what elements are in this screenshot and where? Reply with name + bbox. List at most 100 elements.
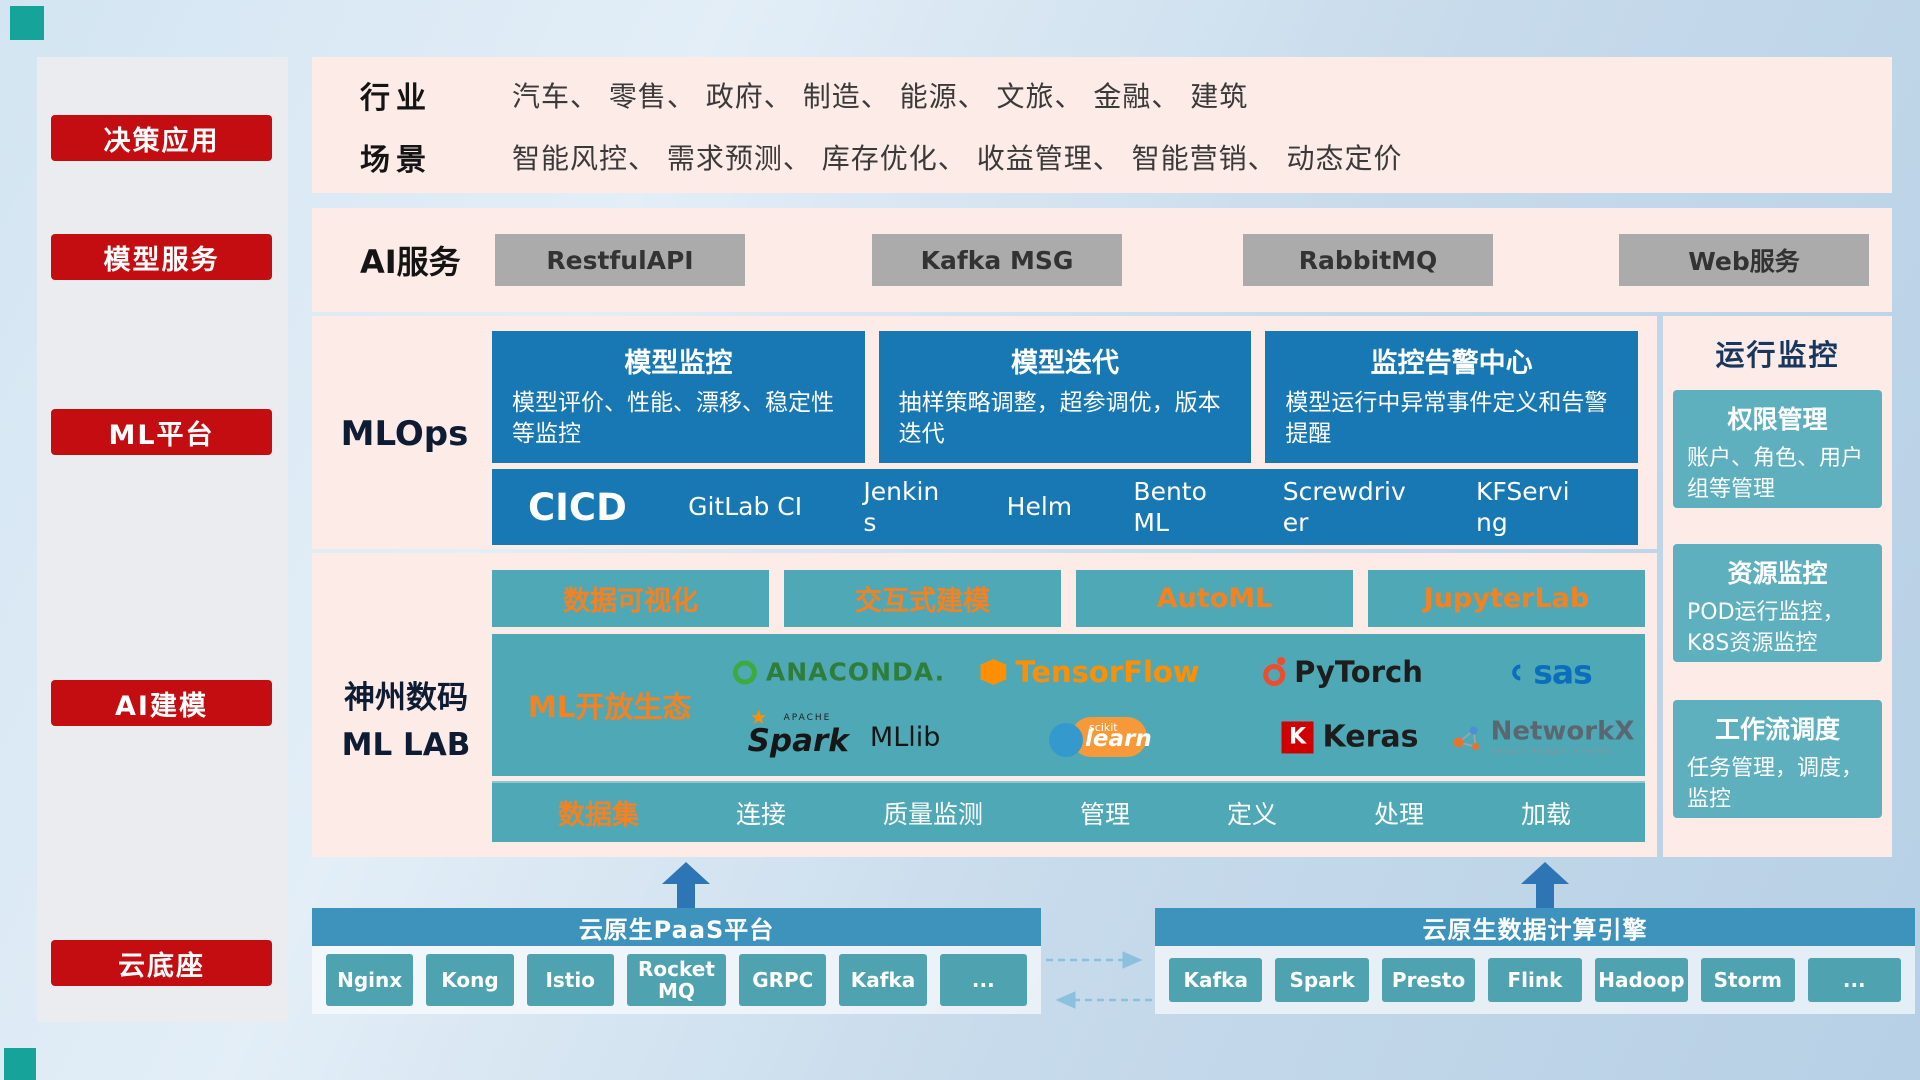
paas-platform-header: 云原生PaaS平台 — [312, 908, 1041, 946]
spark-mllib-logo: ★ APACHE Spark MLlib — [747, 705, 941, 759]
networkx-icon — [1453, 726, 1480, 750]
sidebar-item-decision-apps: 决策应用 — [51, 115, 272, 161]
card-desc: 模型评价、性能、漂移、稳定性等监控 — [512, 390, 834, 448]
card-title: 资源监控 — [1727, 559, 1828, 588]
industry-scene-panel: 行业 汽车、 零售、 政府、 制造、 能源、 文旅、 金融、 建筑 场景 智能风… — [312, 57, 1892, 193]
cicd-title: CICD — [528, 485, 627, 529]
ml-open-ecosystem-area: ML开放生态 ANACONDA. TensorFlow PyTorch sas … — [492, 634, 1645, 776]
tool-jenkins: Jenkins — [863, 476, 940, 537]
ml-ecosystem-label: ML开放生态 — [528, 690, 692, 724]
chip-istio: Istio — [526, 954, 614, 1006]
mllab-label-line1: 神州数码 — [344, 680, 468, 716]
scikit-learn-icon: scikit learn — [1049, 717, 1152, 757]
chip-hadoop: Hadoop — [1594, 958, 1689, 1002]
sas-text: sas — [1533, 652, 1593, 692]
mlops-panel: MLOps 模型监控 模型评价、性能、漂移、稳定性等监控 模型迭代 抽样策略调整… — [312, 316, 1657, 549]
up-arrow-icon — [662, 862, 710, 908]
anaconda-icon — [732, 660, 757, 684]
corner-square-icon — [10, 6, 44, 40]
chip-storm: Storm — [1701, 958, 1795, 1002]
networkx-tagline: Network Analysis in Python — [1490, 746, 1613, 756]
mllab-panel: 神州数码 ML LAB 数据可视化 交互式建模 AutoML JupyterLa… — [312, 553, 1657, 857]
rabbitmq-button: RabbitMQ — [1243, 234, 1493, 286]
model-monitoring-card: 模型监控 模型评价、性能、漂移、稳定性等监控 — [492, 331, 865, 463]
chip-spark: Spark — [1275, 958, 1369, 1002]
dataset-item-quality: 质量监测 — [882, 799, 983, 829]
sas-logo: sas — [1508, 652, 1593, 692]
workflow-scheduling-card: 工作流调度 任务管理，调度，监控 — [1673, 700, 1882, 818]
dataset-label: 数据集 — [558, 800, 639, 831]
tool-screwdriver: Screwdriver — [1282, 476, 1406, 537]
card-desc: 抽样策略调整，超参调优，版本迭代 — [898, 390, 1221, 448]
data-engine-header: 云原生数据计算引擎 — [1155, 908, 1915, 946]
card-title: 监控告警中心 — [1370, 348, 1533, 379]
spark-text: Spark — [747, 723, 849, 759]
pytorch-text: PyTorch — [1294, 655, 1423, 689]
tool-kfserving: KFServing — [1475, 476, 1570, 537]
mllab-label: 神州数码 ML LAB — [320, 675, 492, 768]
pytorch-icon — [1263, 657, 1286, 686]
anaconda-text: ANACONDA. — [765, 657, 946, 687]
sidebar-item-ml-platform: ML平台 — [51, 409, 272, 455]
chip-ellipsis: ... — [1807, 958, 1901, 1002]
restfulapi-button: RestfulAPI — [495, 234, 745, 286]
chip-presto: Presto — [1381, 958, 1476, 1002]
chip-flink: Flink — [1488, 958, 1582, 1002]
resource-monitoring-card: 资源监控 POD运行监控，K8S资源监控 — [1673, 544, 1882, 662]
chip-rocketmq: RocketMQ — [626, 954, 727, 1006]
card-desc: POD运行监控，K8S资源监控 — [1687, 600, 1845, 656]
anaconda-logo: ANACONDA. — [732, 657, 946, 687]
engine-chip-strip: Kafka Spark Presto Flink Hadoop Storm ..… — [1155, 946, 1915, 1014]
data-visualization-button: 数据可视化 — [492, 570, 769, 627]
mlops-cards: 模型监控 模型评价、性能、漂移、稳定性等监控 模型迭代 抽样策略调整，超参调优，… — [492, 331, 1639, 463]
corner-square-icon — [4, 1048, 36, 1080]
dataset-row: 数据集 连接 质量监测 管理 定义 处理 加载 — [492, 781, 1645, 842]
kafka-msg-button: Kafka MSG — [872, 234, 1122, 286]
keras-text: Keras — [1322, 719, 1419, 755]
sidebar-item-cloud-base: 云底座 — [51, 940, 272, 986]
tensorflow-icon — [980, 659, 1007, 685]
permission-management-card: 权限管理 账户、角色、用户组等管理 — [1673, 390, 1882, 508]
dataset-item-process: 处理 — [1373, 799, 1424, 829]
runtime-monitor-panel: 运行监控 权限管理 账户、角色、用户组等管理 资源监控 POD运行监控，K8S资… — [1663, 316, 1892, 857]
networkx-text: NetworkX — [1490, 716, 1635, 747]
alert-center-card: 监控告警中心 模型运行中异常事件定义和告警提醒 — [1265, 331, 1639, 463]
up-arrow-icon — [1521, 862, 1569, 908]
tensorflow-text: TensorFlow — [1015, 655, 1200, 689]
jupyterlab-button: JupyterLab — [1368, 570, 1645, 627]
dashed-arrow-icons — [1046, 951, 1152, 1009]
chip-kafka: Kafka — [839, 954, 927, 1006]
dataset-item-connect: 连接 — [735, 799, 786, 829]
web-service-button: Web服务 — [1619, 234, 1869, 286]
mllib-text: MLlib — [869, 721, 941, 753]
card-title: 权限管理 — [1727, 405, 1828, 434]
dataset-item-define: 定义 — [1226, 799, 1277, 829]
scikit-learn-logo: scikit learn — [1049, 717, 1152, 757]
runtime-monitor-title: 运行监控 — [1715, 338, 1840, 372]
dataset-item-load: 加载 — [1520, 799, 1571, 829]
card-desc: 账户、角色、用户组等管理 — [1687, 446, 1864, 502]
card-title: 工作流调度 — [1714, 715, 1840, 744]
chip-kong: Kong — [426, 954, 514, 1006]
chip-nginx: Nginx — [326, 954, 414, 1006]
sas-icon — [1508, 660, 1532, 684]
networkx-logo: NetworkX Network Analysis in Python — [1452, 716, 1635, 756]
sidebar-item-ai-modeling: AI建模 — [51, 680, 272, 726]
scene-label: 场景 — [360, 143, 432, 178]
tool-bentoml: BentoML — [1133, 476, 1207, 537]
tool-gitlab-ci: GitLab CI — [688, 492, 803, 522]
mllab-top-buttons: 数据可视化 交互式建模 AutoML JupyterLab — [492, 570, 1645, 627]
industry-list: 汽车、 零售、 政府、 制造、 能源、 文旅、 金融、 建筑 — [512, 80, 1249, 113]
chip-ellipsis: ... — [939, 954, 1027, 1006]
ai-service-label: AI服务 — [360, 243, 461, 281]
chip-kafka: Kafka — [1169, 958, 1263, 1002]
automl-button: AutoML — [1076, 570, 1353, 627]
keras-logo: K Keras — [1281, 719, 1419, 755]
industry-label: 行业 — [360, 81, 432, 116]
left-rail — [37, 57, 288, 1022]
dataset-item-manage: 管理 — [1079, 799, 1130, 829]
cicd-bar: CICD GitLab CI Jenkins Helm BentoML Scre… — [492, 469, 1638, 545]
card-title: 模型迭代 — [1011, 348, 1119, 379]
interactive-modeling-button: 交互式建模 — [784, 570, 1061, 627]
chip-grpc: GRPC — [739, 954, 827, 1006]
